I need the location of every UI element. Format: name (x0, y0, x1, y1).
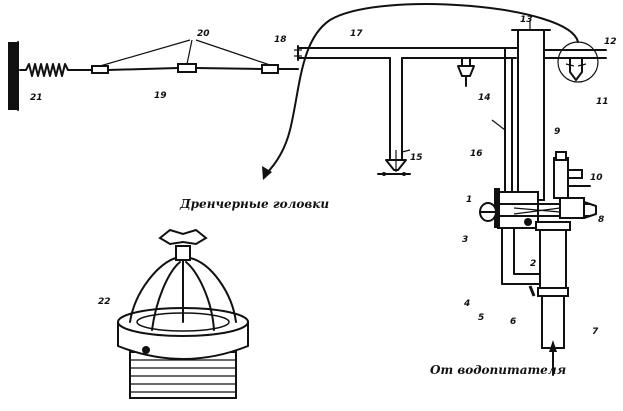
label-20: 20 (197, 29, 210, 39)
label-6: 6 (510, 317, 516, 327)
drencher-head-22 (117, 228, 249, 399)
label-1: 1 (466, 195, 472, 205)
callout-labels: 20 21 19 18 17 13 12 11 14 9 16 15 10 1 … (30, 15, 617, 337)
distribution-pipe (294, 45, 521, 61)
label-8: 8 (598, 215, 604, 225)
label-2: 2 (530, 259, 536, 269)
sprinkler-detail-11 (543, 41, 607, 83)
riser-pipe (504, 20, 551, 201)
label-14: 14 (478, 93, 491, 103)
label-10: 10 (590, 173, 603, 183)
sprinkler-head-14 (457, 57, 475, 87)
valve-assembly (479, 151, 597, 229)
lower-piping (501, 221, 571, 376)
fusible-link (261, 64, 279, 74)
caption-drencher-heads: Дренчерные головки (179, 197, 329, 211)
label-18: 18 (274, 35, 287, 45)
label-15: 15 (410, 153, 423, 163)
label-5: 5 (478, 313, 484, 323)
spring (19, 63, 79, 77)
arrow-to-drencher-heads (264, 3, 579, 176)
arrow-head (262, 166, 272, 180)
cable-with-fusible-links (77, 39, 299, 74)
label-19: 19 (154, 91, 167, 101)
label-21: 21 (30, 93, 43, 103)
fusible-link (91, 65, 109, 74)
caption-from-water-feeder: От водопитателя (430, 363, 566, 377)
label-12: 12 (604, 37, 617, 47)
branch-with-head-15 (377, 57, 411, 176)
wall (8, 41, 19, 111)
label-11: 11 (596, 97, 609, 107)
label-7: 7 (592, 327, 599, 337)
label-3: 3 (462, 235, 468, 245)
label-17: 17 (350, 29, 363, 39)
label-16: 16 (470, 149, 483, 159)
label-9: 9 (554, 127, 560, 137)
label-4: 4 (463, 299, 470, 309)
fusible-link (177, 63, 197, 73)
label-22: 22 (98, 297, 111, 307)
label-13: 13 (520, 15, 533, 25)
